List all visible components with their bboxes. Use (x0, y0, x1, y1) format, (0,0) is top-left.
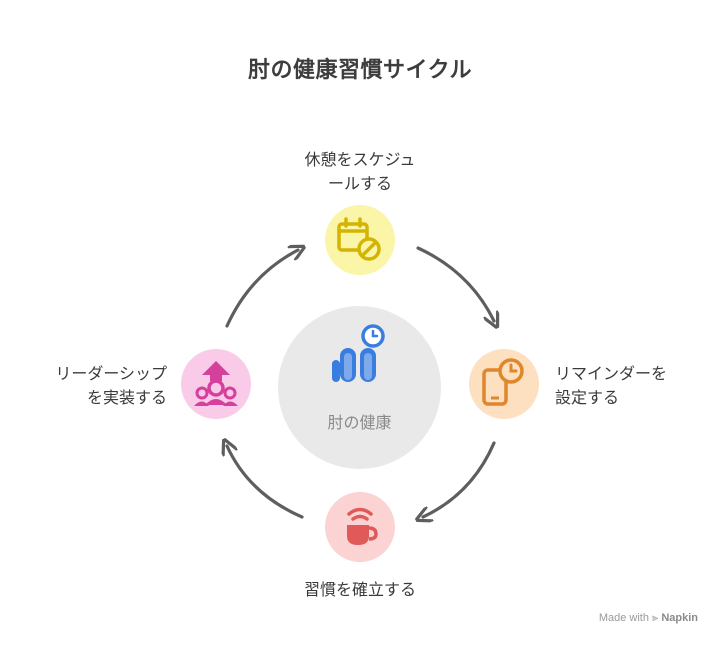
napkin-logo-icon: ⫸ (652, 612, 659, 624)
arrow-bottom-to-left (227, 446, 304, 519)
label-set-reminders: リマインダーを 設定する (555, 362, 715, 410)
node-set-reminders (469, 349, 539, 419)
label-line: 設定する (555, 388, 620, 407)
label-line: 休憩をスケジュ (304, 150, 416, 169)
arrow-right-to-bottom (423, 441, 496, 517)
node-schedule-breaks (325, 205, 395, 275)
label-establish-habits: 習慣を確立する (250, 578, 470, 602)
label-line: ールする (327, 174, 392, 193)
footer-attribution: Made with ⫸ Napkin (599, 612, 698, 625)
phone-clock-icon (482, 358, 524, 406)
label-implement-leadership: リーダーシップ を実装する (20, 362, 167, 410)
arrow-top-to-right (416, 246, 494, 321)
label-line: 習慣を確立する (303, 580, 416, 599)
footer-made-with: Made with (598, 612, 649, 624)
label-line: リーダーシップ (55, 364, 167, 383)
footer-brand: Napkin (661, 612, 698, 624)
arrow-left-to-top (225, 250, 298, 328)
diagram-title: 肘の健康習慣サイクル (248, 58, 472, 83)
label-line: を実装する (86, 388, 167, 407)
label-line: リマインダーを (555, 364, 668, 383)
hands-clock-icon (332, 324, 385, 382)
calendar-cancel-icon (337, 217, 381, 261)
leader-icon (194, 361, 238, 406)
coffee-icon (347, 507, 378, 545)
center-circle: 肘の健康 (278, 306, 441, 469)
node-implement-leadership (181, 349, 251, 419)
center-label: 肘の健康 (327, 413, 392, 432)
label-schedule-breaks: 休憩をスケジュ ールする (250, 148, 470, 196)
node-establish-habits (325, 492, 395, 562)
